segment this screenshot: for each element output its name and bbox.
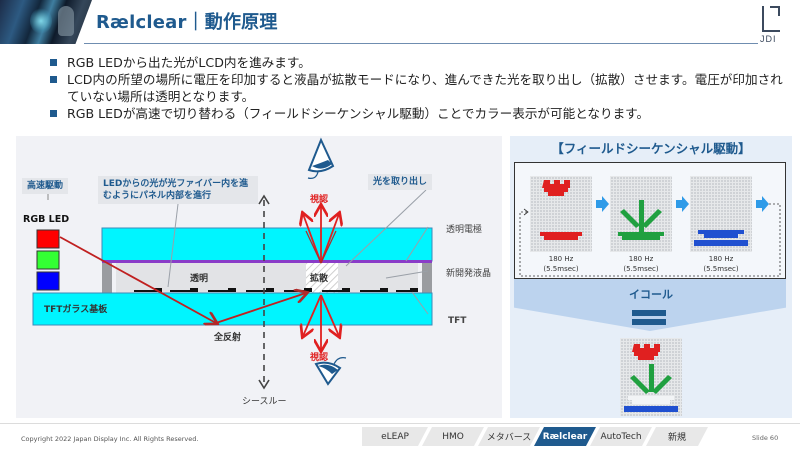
rgb-led-label: RGB LED	[23, 214, 70, 225]
frame-2-freq: 180 Hz	[628, 255, 654, 263]
combined-frame-grid	[620, 338, 682, 416]
frame-2-period: (5.5msec)	[623, 265, 659, 273]
logo-corner-icon	[770, 6, 780, 16]
new-lc-label: 新開発液晶	[446, 269, 492, 279]
copyright: Copyright 2022 Japan Display Inc. All Ri…	[21, 435, 199, 443]
red-frame-grid	[530, 176, 592, 252]
fiber-path-note: LEDからの光が光ファイバー内を進むようにパネル内部を進行	[98, 176, 258, 204]
tab-raelclear[interactable]: Rælclear	[534, 427, 596, 446]
frame-3-timing: 180 Hz (5.5msec)	[686, 254, 756, 274]
green-frame-grid	[610, 176, 672, 252]
tab-new[interactable]: 新規	[646, 427, 708, 446]
view-bottom-label: 視認	[310, 353, 329, 363]
full-color-tulip-icon	[624, 344, 678, 412]
jdi-logo: JDI	[754, 4, 790, 46]
equals-bar-bottom-icon	[632, 319, 666, 325]
high-speed-drive-label: 高速駆動	[22, 178, 69, 194]
diagram-graphics	[32, 137, 433, 390]
lcd-structure-diagram: 高速駆動 RGB LED LEDからの光が光ファイバー内を進むようにパネル内部を…	[16, 136, 502, 418]
blue-frame-grid	[690, 176, 752, 252]
equal-label: イコール	[629, 288, 673, 301]
frame-2-timing: 180 Hz (5.5msec)	[606, 254, 676, 274]
tab-autotech[interactable]: AutoTech	[590, 427, 652, 446]
eye-bottom-icon	[314, 357, 347, 386]
diffuse-label: 拡散	[310, 274, 329, 284]
tab-hmo[interactable]: HMO	[422, 427, 484, 446]
light-extract-note: 光を取り出し	[368, 174, 433, 190]
footer-divider	[0, 423, 800, 424]
logo-text: JDI	[760, 34, 777, 44]
frame-1-freq: 180 Hz	[548, 255, 574, 263]
tft-glass-label: TFTガラス基板	[44, 305, 108, 315]
frame-1-timing: 180 Hz (5.5msec)	[526, 254, 596, 274]
blue-pot-icon	[694, 230, 748, 246]
transparent-label: 透明	[190, 274, 209, 284]
bullet-list: RGB LEDから出た光がLCD内を進みます。 LCD内の所望の場所に電圧を印加…	[47, 54, 787, 122]
green-stem-icon	[618, 200, 664, 240]
frame-3-freq: 180 Hz	[708, 255, 734, 263]
section-tabs: eLEAP HMO メタバース Rælclear AutoTech 新規	[362, 427, 708, 446]
person-with-headset	[58, 6, 74, 36]
red-tulip-icon	[540, 180, 582, 240]
total-reflection-label: 全反射	[214, 333, 242, 343]
slide-number: Slide 60	[752, 434, 779, 442]
sequence-arrows	[519, 196, 781, 277]
bullet-item: RGB LEDが高速で切り替わる（フィールドシーケンシャル駆動）ことでカラー表示…	[47, 105, 787, 122]
see-through-label: シースルー	[242, 397, 287, 407]
page-title: Rælclear｜動作原理	[96, 12, 278, 33]
header-photo	[0, 0, 92, 44]
tab-eleap[interactable]: eLEAP	[362, 427, 428, 446]
tft-label: TFT	[448, 316, 467, 326]
view-top-label: 視認	[310, 195, 329, 205]
field-sequential-panel: 【フィールドシーケンシャル駆動】 180 Hz (5.5msec) 180 Hz (…	[510, 136, 792, 418]
transparent-electrode-label: 透明電極	[446, 225, 483, 235]
bullet-item: RGB LEDから出た光がLCD内を進みます。	[47, 54, 787, 71]
logo-bracket-icon	[762, 6, 780, 32]
equals-bar-top-icon	[632, 310, 666, 316]
frame-3-period: (5.5msec)	[703, 265, 739, 273]
fsd-title: 【フィールドシーケンシャル駆動】	[551, 141, 751, 156]
frame-1-period: (5.5msec)	[543, 265, 579, 273]
bullet-item: LCD内の所望の場所に電圧を印加すると液晶が拡散モードになり、進んできた光を取り…	[47, 71, 787, 105]
title-divider	[84, 43, 758, 44]
tab-metaverse[interactable]: メタバース	[478, 427, 540, 446]
hologram-glow	[30, 8, 52, 34]
eye-top-icon	[307, 137, 335, 179]
